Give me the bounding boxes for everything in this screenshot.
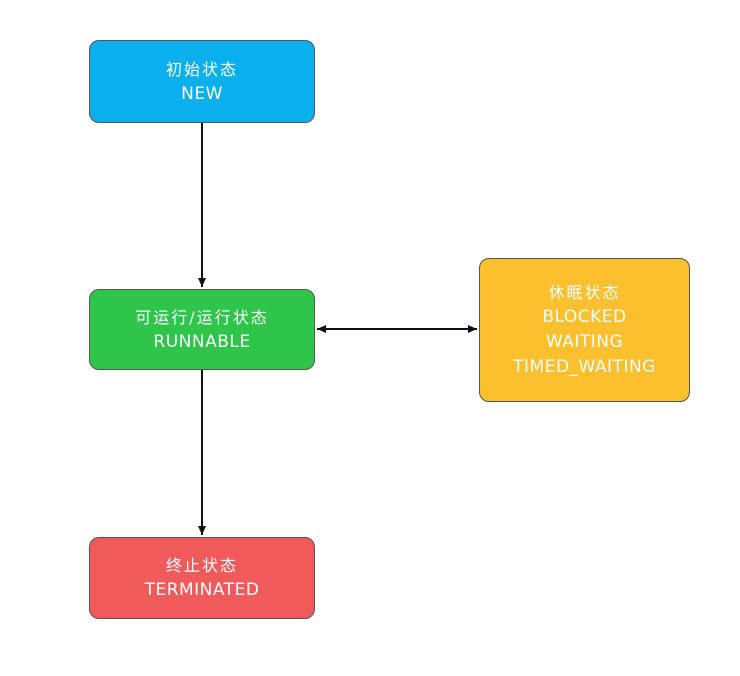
state-title-terminated: 终止状态 bbox=[165, 556, 238, 575]
state-title-runnable: 可运行/运行状态 bbox=[135, 307, 269, 327]
state-title-new: 初始状态 bbox=[165, 59, 238, 79]
state-label-timed-waiting: TIMED_WAITING bbox=[513, 357, 656, 377]
state-node-sleep: 休眠状态 BLOCKED WAITING TIMED_WAITING bbox=[479, 258, 690, 402]
state-label-new: NEW bbox=[181, 83, 223, 104]
state-label-blocked: BLOCKED bbox=[542, 307, 627, 327]
state-node-terminated: 终止状态 TERMINATED bbox=[89, 537, 315, 619]
state-node-new: 初始状态 NEW bbox=[89, 40, 315, 123]
state-node-runnable: 可运行/运行状态 RUNNABLE bbox=[89, 289, 315, 370]
state-label-runnable: RUNNABLE bbox=[153, 331, 251, 352]
state-label-waiting: WAITING bbox=[545, 332, 624, 352]
state-title-sleep: 休眠状态 bbox=[548, 283, 621, 302]
state-label-terminated: TERMINATED bbox=[144, 580, 260, 600]
